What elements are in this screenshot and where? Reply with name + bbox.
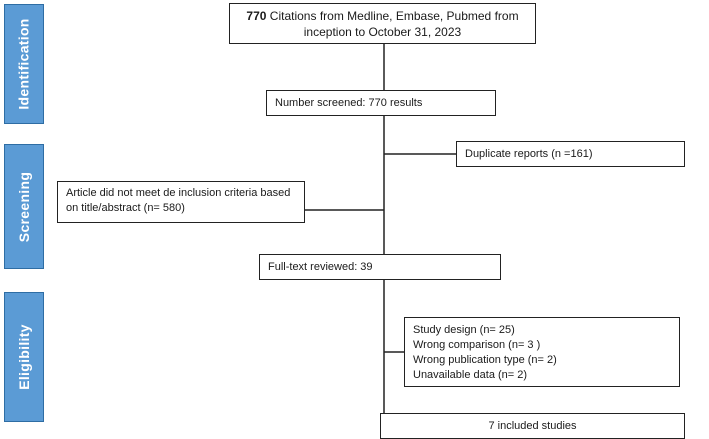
- citations-count: 770: [246, 9, 267, 23]
- exclusion-item: Unavailable data (n= 2): [413, 369, 528, 381]
- duplicates-text: Duplicate reports (n =161): [465, 148, 593, 160]
- exclusion-item: Wrong comparison (n= 3 ): [413, 339, 541, 351]
- stage-screening-label: Screening: [16, 171, 33, 242]
- excluded-abstract-text: Article did not meet de inclusion criter…: [66, 187, 291, 214]
- citations-text: Citations from Medline, Embase, Pubmed f…: [269, 9, 519, 39]
- stage-identification-label: Identification: [16, 18, 32, 110]
- citations-box: 770 Citations from Medline, Embase, Pubm…: [229, 3, 536, 44]
- screened-box: Number screened: 770 results: [266, 90, 496, 116]
- stage-eligibility: Eligibility: [4, 292, 44, 422]
- stage-identification: Identification: [4, 4, 44, 124]
- exclusion-item: Study design (n= 25): [413, 324, 515, 336]
- included-studies-box: 7 included studies: [380, 413, 685, 439]
- duplicates-box: Duplicate reports (n =161): [456, 141, 685, 167]
- exclusion-item: Wrong publication type (n= 2): [413, 354, 557, 366]
- exclusions-box: Study design (n= 25) Wrong comparison (n…: [404, 317, 680, 387]
- screened-text: Number screened: 770 results: [275, 97, 423, 109]
- included-text: 7 included studies: [488, 420, 577, 432]
- fulltext-text: Full-text reviewed: 39: [268, 261, 373, 273]
- fulltext-box: Full-text reviewed: 39: [259, 254, 501, 280]
- stage-screening: Screening: [4, 144, 44, 269]
- excluded-abstract-box: Article did not meet de inclusion criter…: [57, 181, 305, 223]
- stage-eligibility-label: Eligibility: [16, 324, 32, 390]
